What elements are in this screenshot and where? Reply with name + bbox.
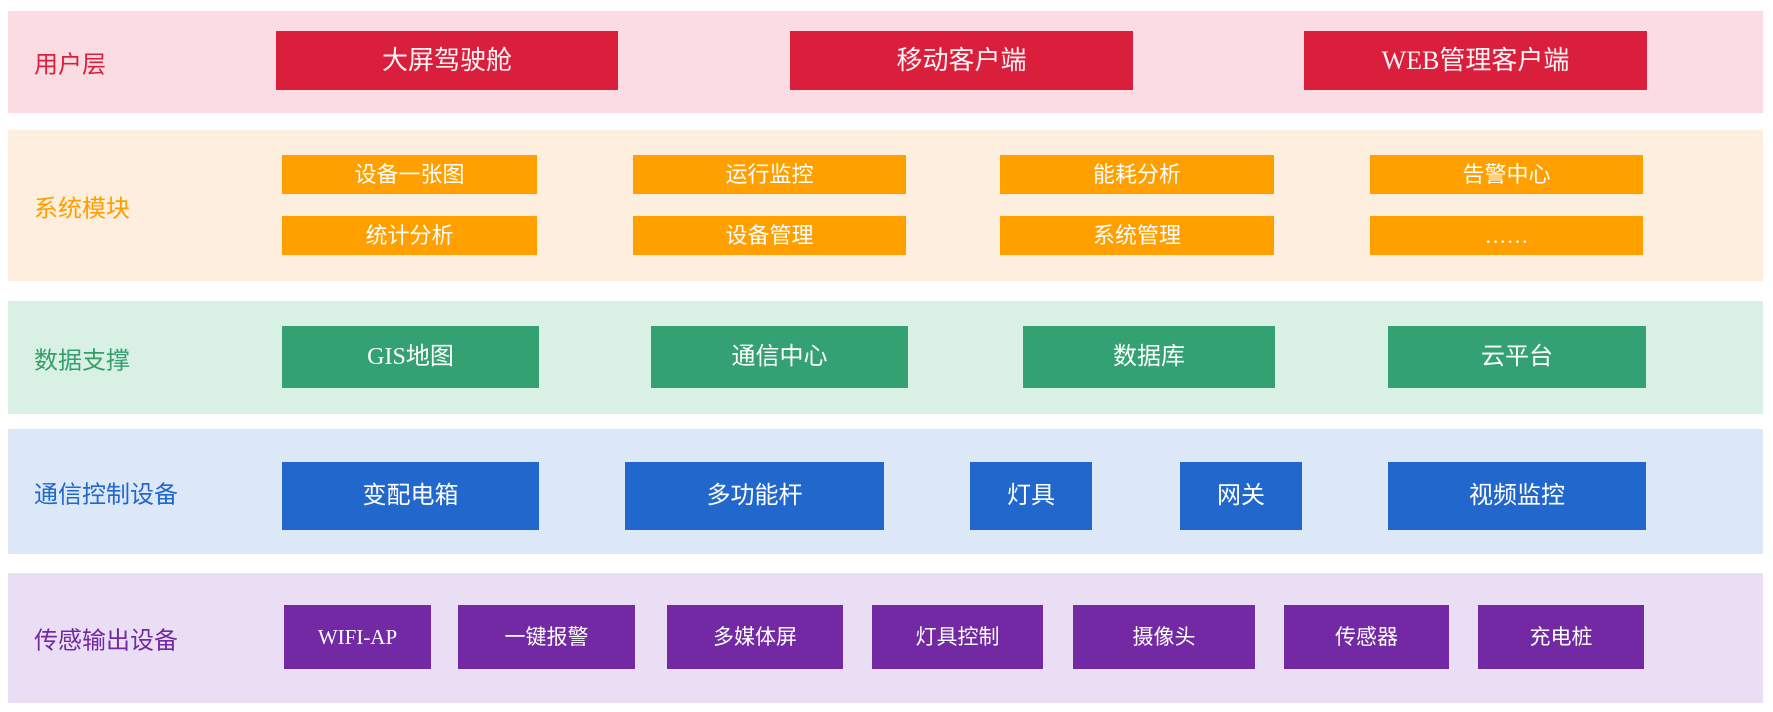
sensor-output-devices-box: 灯具控制: [872, 605, 1043, 669]
sensor-output-devices-box: 一键报警: [458, 605, 635, 669]
band-sensor-output-devices: 传感输出设备 WIFI-AP 一键报警多媒体屏灯具控制摄像头传感器充电桩: [8, 573, 1763, 703]
band-data-support: 数据支撑 GIS地图 通信中心 数据库 云平台: [8, 301, 1763, 414]
sensor-output-devices-box: WIFI-AP: [284, 605, 431, 669]
system-modules-box: 运行监控: [633, 155, 906, 194]
sensor-output-devices-label: 传感输出设备: [34, 628, 178, 655]
user-layer-label: 用户层: [34, 52, 106, 79]
user-layer-box: WEB管理客户端: [1304, 31, 1647, 90]
user-layer-box: 大屏驾驶舱: [276, 31, 618, 90]
sensor-output-devices-box: 充电桩: [1478, 605, 1644, 669]
system-modules-label: 系统模块: [34, 196, 130, 222]
band-user-layer: 用户层 大屏驾驶舱 移动客户端 WEB管理客户端: [8, 11, 1763, 113]
sensor-output-devices-box: 传感器: [1284, 605, 1449, 669]
system-modules-box: ……: [1370, 216, 1643, 255]
comm-control-devices-label: 通信控制设备: [34, 482, 178, 508]
data-support-box: GIS地图: [282, 326, 539, 388]
system-modules-box: 能耗分析: [1000, 155, 1274, 194]
comm-control-devices-box: 网关: [1180, 462, 1302, 530]
comm-control-devices-box: 变配电箱: [282, 462, 539, 530]
data-support-box: 通信中心: [651, 326, 908, 388]
data-support-label: 数据支撑: [34, 348, 130, 374]
band-system-modules: 系统模块 设备一张图 运行监控 能耗分析 告警中心统计分析 设备管理 系统管理 ……: [8, 130, 1763, 281]
user-layer-box: 移动客户端: [790, 31, 1133, 90]
system-modules-box: 告警中心: [1370, 155, 1643, 194]
data-support-box: 数据库: [1023, 326, 1275, 388]
system-modules-box: 统计分析: [282, 216, 537, 255]
comm-control-devices-box: 视频监控: [1388, 462, 1646, 530]
sensor-output-devices-box: 摄像头: [1073, 605, 1255, 669]
system-modules-box: 设备一张图: [282, 155, 537, 194]
band-comm-control-devices: 通信控制设备 变配电箱 多功能杆 灯具 网关 视频监控: [8, 429, 1763, 554]
sensor-output-devices-box: 多媒体屏: [667, 605, 843, 669]
system-modules-box: 设备管理: [633, 216, 906, 255]
comm-control-devices-box: 多功能杆: [625, 462, 884, 530]
data-support-box: 云平台: [1388, 326, 1646, 388]
system-modules-box: 系统管理: [1000, 216, 1274, 255]
comm-control-devices-box: 灯具: [970, 462, 1092, 530]
